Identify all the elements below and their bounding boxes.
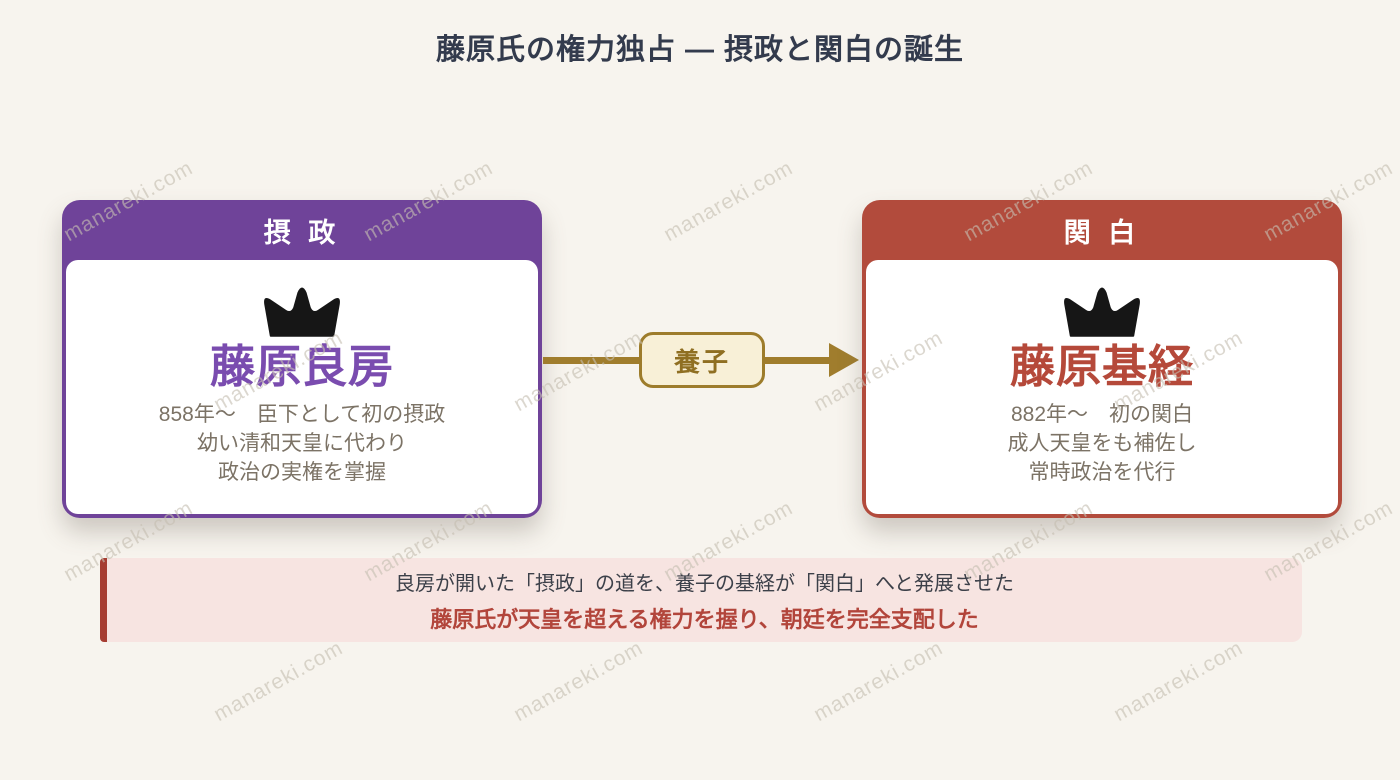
kampaku-card: 関 白 藤原基経 882年〜 初の関白 成人天皇をも補佐し 常時政治を代行: [862, 200, 1342, 518]
page-title: 藤原氏の権力独占 ― 摂政と関白の誕生: [435, 34, 965, 66]
watermark-text: manareki.com: [810, 636, 948, 727]
description-line: 858年〜 臣下として初の摂政: [158, 402, 446, 426]
adoption-connector: 養子: [543, 330, 861, 394]
arrow-head-icon: [829, 343, 859, 377]
summary-note: 良房が開いた「摂政」の道を、養子の基経が「関白」へと発展させた 藤原氏が天皇を超…: [100, 558, 1302, 642]
description-line: 成人天皇をも補佐し: [1007, 431, 1197, 455]
person-description: 882年〜 初の関白 成人天皇をも補佐し 常時政治を代行: [1008, 400, 1197, 487]
watermark-text: manareki.com: [210, 636, 348, 727]
watermark-text: manareki.com: [660, 156, 798, 247]
crown-icon: [264, 287, 340, 337]
description-line: 常時政治を代行: [1028, 460, 1176, 484]
person-name: 藤原基経: [1009, 341, 1194, 392]
watermark-text: manareki.com: [1110, 636, 1248, 727]
description-line: 882年〜 初の関白: [1010, 402, 1194, 426]
kampaku-card-body: 藤原基経 882年〜 初の関白 成人天皇をも補佐し 常時政治を代行: [866, 260, 1338, 514]
description-line: 政治の実権を掌握: [217, 460, 386, 484]
sessho-card: 摂 政 藤原良房 858年〜 臣下として初の摂政 幼い清和天皇に代わり 政治の実…: [62, 200, 542, 518]
kampaku-card-header: 関 白: [1063, 217, 1141, 248]
person-name: 藤原良房: [209, 341, 394, 392]
description-line: 幼い清和天皇に代わり: [196, 431, 407, 455]
summary-line: 良房が開いた「摂政」の道を、養子の基経が「関白」へと発展させた: [395, 572, 1014, 595]
person-description: 858年〜 臣下として初の摂政 幼い清和天皇に代わり 政治の実権を掌握: [159, 400, 445, 487]
summary-highlight: 藤原氏が天皇を超える権力を握り、朝廷を完全支配した: [430, 606, 979, 632]
adoption-badge: 養子: [639, 332, 765, 388]
watermark-text: manareki.com: [510, 636, 648, 727]
sessho-card-body: 藤原良房 858年〜 臣下として初の摂政 幼い清和天皇に代わり 政治の実権を掌握: [66, 260, 538, 514]
sessho-card-header: 摂 政: [263, 217, 341, 248]
crown-icon: [1064, 287, 1140, 337]
